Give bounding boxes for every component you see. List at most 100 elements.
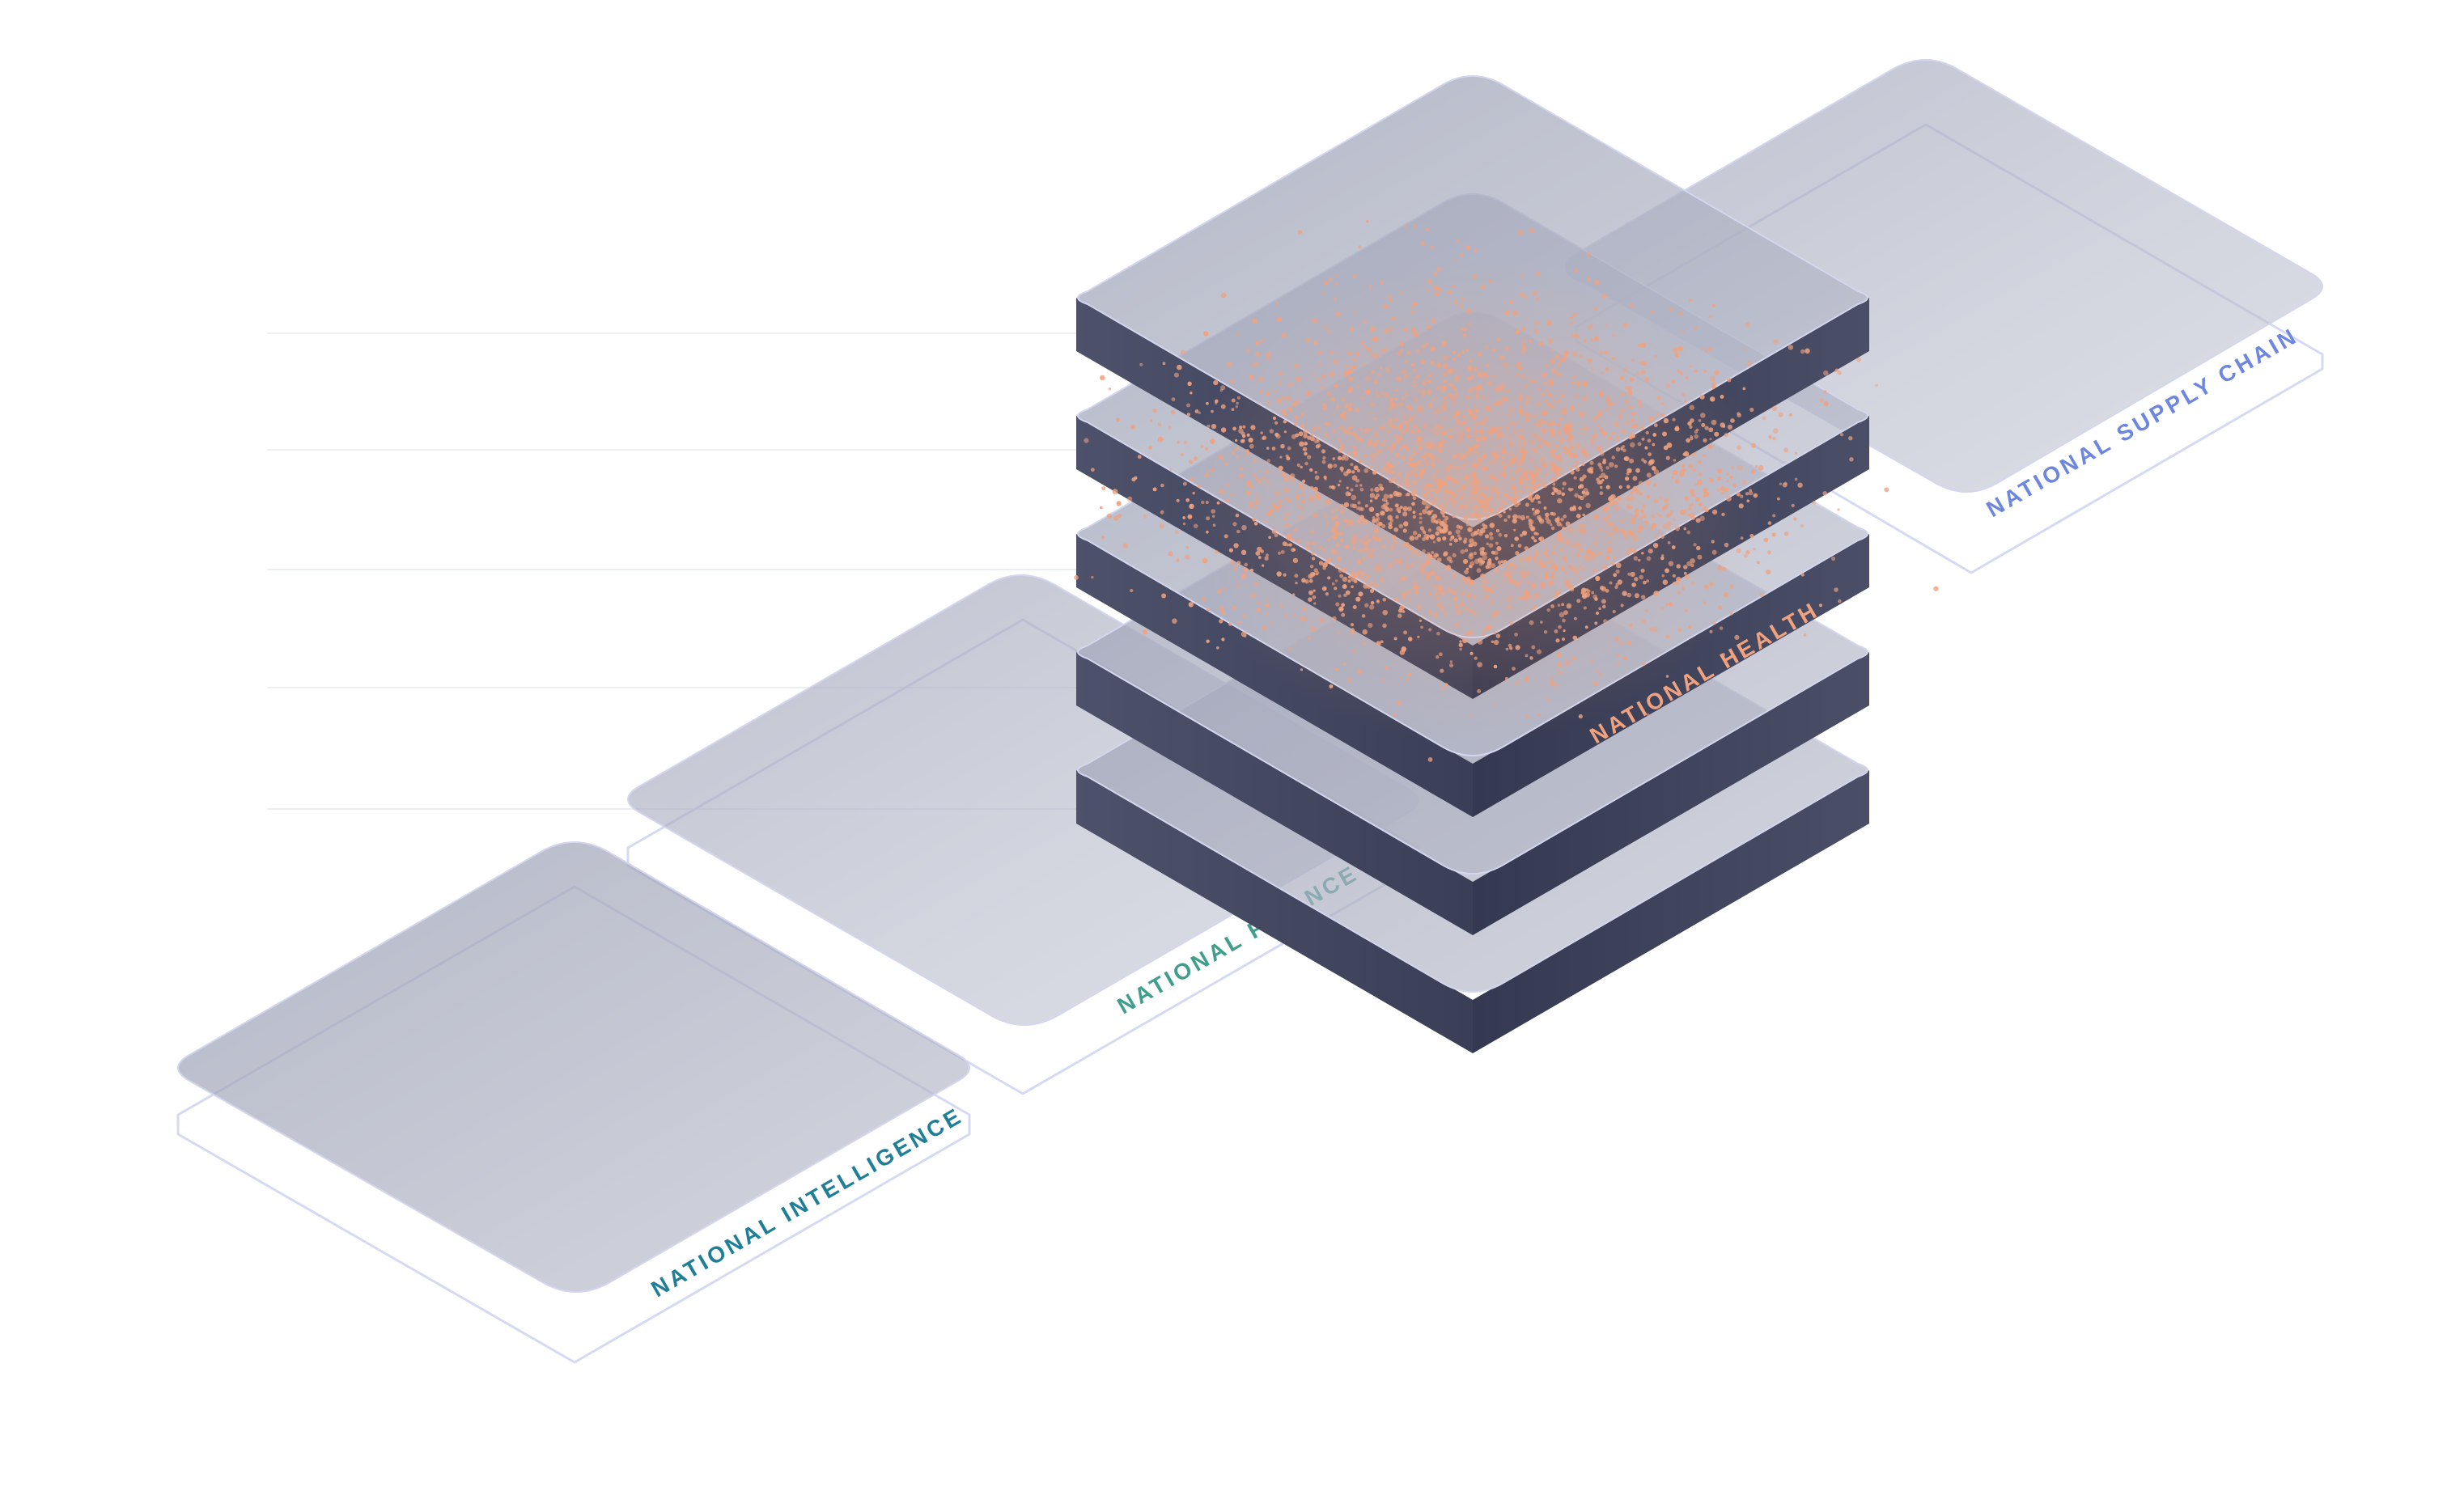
particle [1435,531,1440,536]
particle [1645,480,1652,486]
particle [1327,464,1333,469]
particle [1509,646,1513,650]
particle [1505,676,1508,680]
particle [1220,427,1227,433]
particle [1192,491,1195,495]
particle [1287,497,1290,501]
particle [1410,562,1414,567]
particle [1564,536,1567,540]
particle [1834,587,1838,592]
particle [1358,459,1363,464]
particle [1368,442,1372,446]
particle [1693,326,1698,331]
particle [1615,569,1620,574]
particle [1197,484,1201,489]
particle [1605,485,1610,489]
particle [1480,485,1485,490]
particle [1550,430,1554,434]
particle [1239,426,1243,430]
particle [1509,620,1514,625]
particle [1288,543,1292,547]
particle [1661,508,1665,512]
particle [1599,465,1603,470]
particle [1476,463,1480,467]
particle [1312,426,1317,432]
particle [1310,529,1314,534]
particle [1363,468,1369,473]
particle [1475,421,1481,426]
particle [1615,562,1622,569]
particle [1260,549,1264,553]
particle [1220,456,1224,461]
particle [1587,358,1592,363]
particle [1305,391,1312,397]
particle [1605,324,1609,327]
particle [1362,363,1366,366]
particle [1380,504,1386,510]
particle [1518,595,1522,600]
particle [1541,428,1546,434]
particle [1282,396,1286,400]
particle [1572,312,1577,318]
particle [1334,282,1338,286]
particle [1652,443,1656,447]
particle [1543,572,1547,576]
particle [1545,363,1550,368]
particle [1671,379,1676,384]
particle [1465,632,1469,636]
particle [1453,350,1456,354]
particle [1571,656,1576,661]
particle [1356,519,1362,524]
particle [1562,354,1567,360]
particle [1436,458,1441,462]
particle [1245,481,1251,487]
particle [1431,510,1434,513]
particle [1556,422,1561,427]
particle [1344,371,1350,376]
particle [1175,530,1179,534]
particle [1430,246,1434,250]
particle [1393,597,1398,602]
particle [1412,413,1415,417]
particle [1256,608,1261,612]
particle [1521,440,1527,445]
particle [1520,595,1526,601]
particle [1652,523,1657,528]
particle [1287,407,1291,411]
particle [1683,565,1688,570]
particle [1513,422,1517,426]
particle [1499,506,1503,510]
particle [1334,383,1338,388]
particle [1236,583,1240,587]
particle [1672,574,1676,578]
particle [1529,620,1534,625]
particle [1694,483,1698,486]
particle [1462,558,1469,565]
particle [1700,413,1706,418]
particle [1465,245,1470,250]
particle [1495,490,1500,495]
particle [1628,495,1635,502]
particle [1690,489,1695,494]
particle [1511,498,1515,502]
particle [1599,428,1605,434]
particle [1266,391,1270,396]
particle [1323,325,1327,329]
particle [1531,507,1535,511]
particle [1312,572,1316,576]
particle [1524,546,1529,551]
particle [1315,493,1320,498]
particle [1448,663,1454,668]
particle [1456,239,1460,244]
particle [1698,460,1702,464]
particle [1461,465,1465,470]
particle [1567,447,1571,452]
particle [1823,390,1827,394]
particle [1514,536,1519,541]
particle [1508,643,1512,648]
particle [1599,451,1605,456]
particle [1387,515,1393,521]
particle [1532,597,1536,601]
particle [1572,566,1578,572]
particle [1172,618,1177,624]
